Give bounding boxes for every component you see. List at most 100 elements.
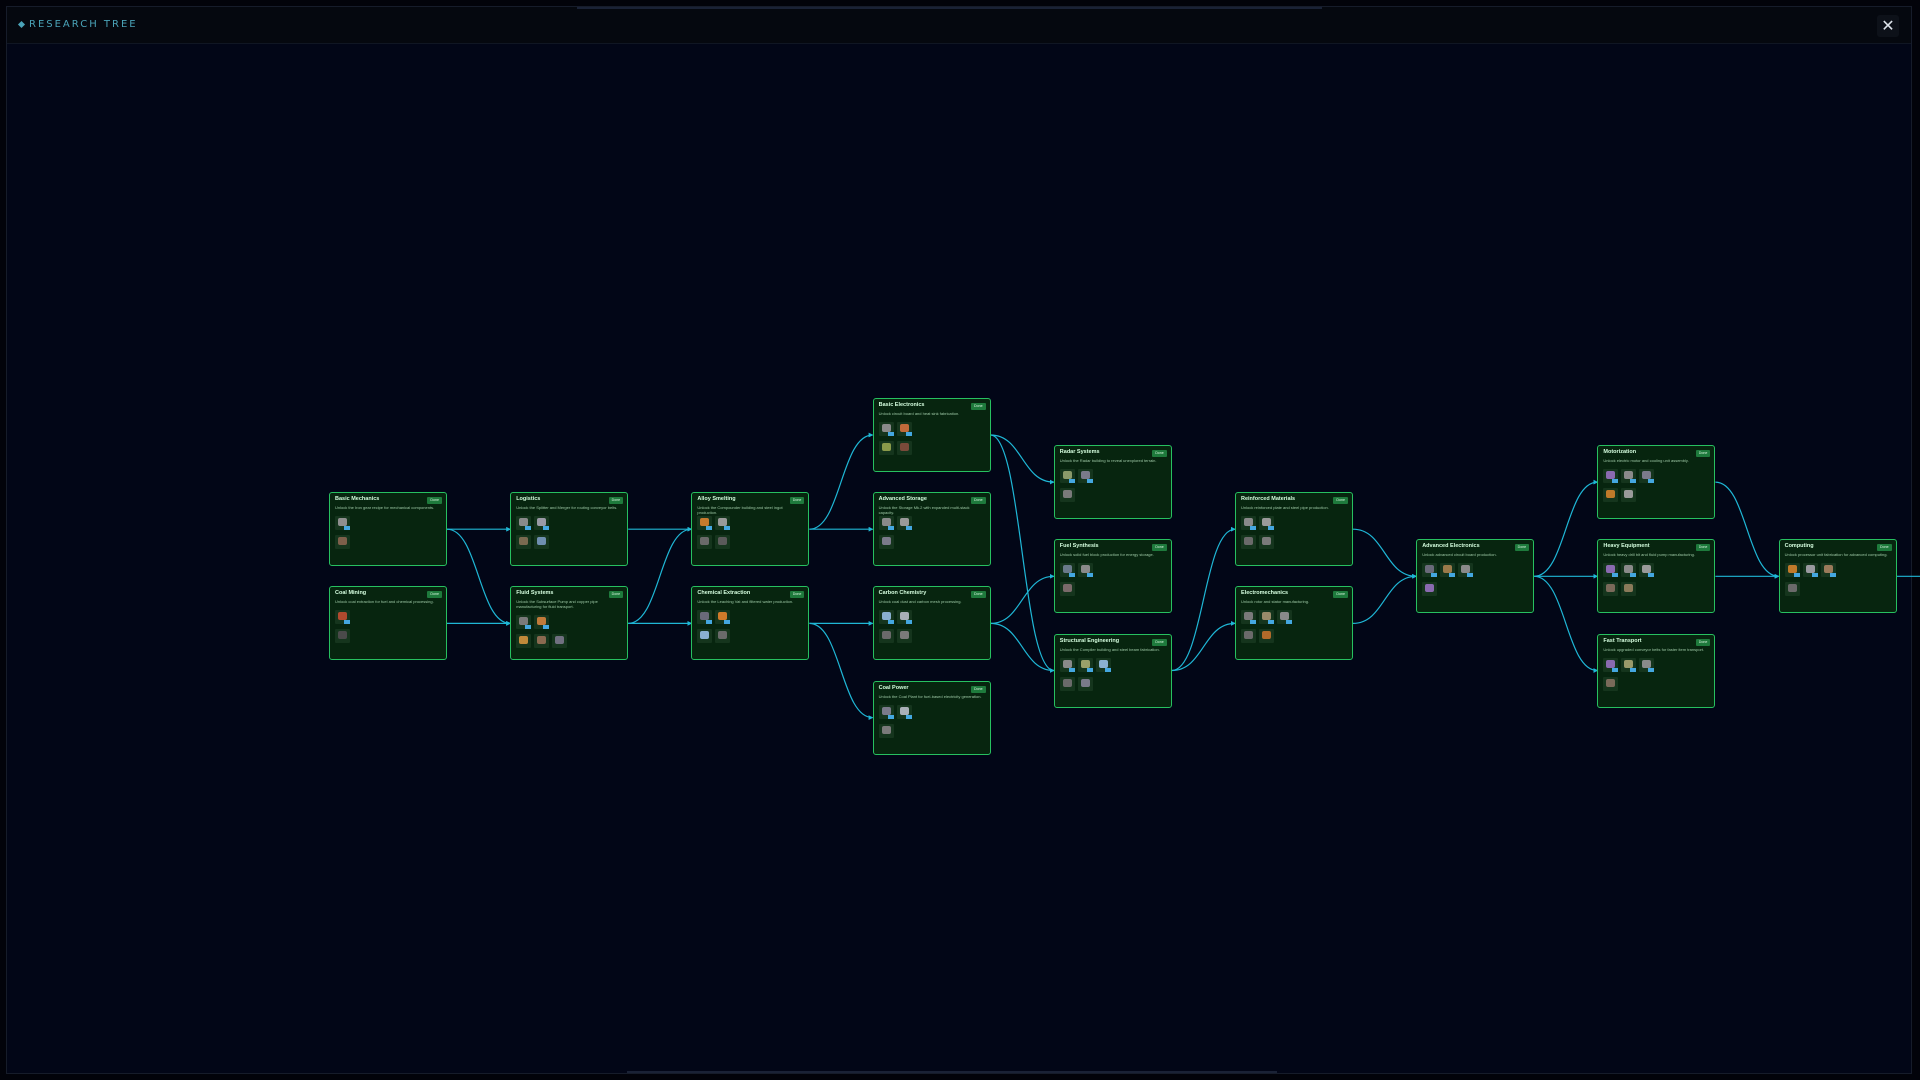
unlock-item-icon[interactable] [896,610,912,625]
cost-item-icon[interactable] [335,629,350,644]
cost-item-icon[interactable] [534,634,550,649]
cost-item-icon[interactable] [697,629,713,644]
unlock-item-icon[interactable] [697,516,713,531]
cost-item-icon[interactable] [534,535,550,550]
unlock-item-icon[interactable] [335,516,350,531]
cost-item-icon[interactable] [878,441,894,455]
cost-item-icon[interactable] [516,634,532,649]
unlock-item-icon[interactable] [697,610,713,625]
unlock-item-icon[interactable] [516,615,532,630]
cost-item-icon[interactable] [878,723,894,738]
unlock-item-icon[interactable] [1077,469,1093,484]
unlock-item-icon[interactable] [1259,610,1274,625]
unlock-item-icon[interactable] [896,704,912,719]
unlock-item-icon[interactable] [1241,610,1256,625]
cost-item-icon[interactable] [878,629,894,644]
unlock-item-icon[interactable] [1259,516,1274,531]
unlock-item-icon[interactable] [896,516,912,531]
unlock-item-icon[interactable] [878,704,894,719]
unlock-item-icon[interactable] [1621,563,1637,578]
cost-item-icon[interactable] [697,535,713,550]
cost-item-icon[interactable] [878,535,894,550]
cost-item-icon[interactable] [1259,629,1274,644]
unlock-item-icon[interactable] [1621,657,1637,672]
unlock-item-icon[interactable] [1059,563,1075,578]
unlock-item-icon[interactable] [1095,657,1111,672]
unlock-item-icon[interactable] [1077,657,1093,672]
cost-item-icon[interactable] [335,535,350,550]
close-button[interactable]: ✕ [1877,15,1899,37]
cost-item-icon[interactable] [715,629,731,644]
unlock-item-icon[interactable] [1639,657,1655,672]
cost-item-icon[interactable] [1603,582,1619,597]
unlock-item-icon[interactable] [878,422,894,436]
unlock-item-icon[interactable] [1603,563,1619,578]
unlock-item-icon[interactable] [1639,469,1655,484]
cost-item-icon[interactable] [1422,582,1438,597]
unlock-item-icon[interactable] [516,516,532,531]
unlock-item-icon[interactable] [1241,516,1256,531]
cost-item-icon[interactable] [1059,676,1075,691]
unlock-item-icon[interactable] [1059,469,1075,484]
unlock-item-icon[interactable] [1820,563,1836,578]
unlock-item-icon[interactable] [878,516,894,531]
cost-item-icon[interactable] [1241,535,1256,550]
cost-item-icon[interactable] [896,441,912,455]
unlock-item-icon[interactable] [1784,563,1800,578]
cost-item-icon[interactable] [1784,582,1800,597]
cost-item-icon[interactable] [552,634,568,649]
unlock-item-icon[interactable] [1277,610,1292,625]
cost-item-icon[interactable] [1077,676,1093,691]
unlock-item-icon[interactable] [896,422,912,436]
unlock-item-icon[interactable] [1077,563,1093,578]
cost-item-icon[interactable] [1259,535,1274,550]
cost-item-icon[interactable] [896,629,912,644]
cost-item-icon[interactable] [1603,676,1619,691]
unlock-item-icon[interactable] [1621,469,1637,484]
unlock-item-icon[interactable] [1422,563,1438,578]
unlock-item-icon[interactable] [1059,657,1075,672]
unlock-item-icon[interactable] [335,610,350,625]
unlock-item-icon[interactable] [534,516,550,531]
cost-item-icon[interactable] [1059,488,1075,503]
cost-item-icon[interactable] [1603,488,1619,503]
unlock-item-icon[interactable] [1458,563,1474,578]
unlock-item-icon[interactable] [1639,563,1655,578]
unlock-item-icon[interactable] [1440,563,1456,578]
new-tag [1612,479,1619,484]
cost-item-icon[interactable] [516,535,532,550]
unlock-item-icon[interactable] [715,610,731,625]
unlock-item-icon[interactable] [534,615,550,630]
cost-item-icon[interactable] [1621,488,1637,503]
unlock-item-icon[interactable] [1802,563,1818,578]
unlock-item-icon[interactable] [1603,469,1619,484]
unlock-item-icon[interactable] [1603,657,1619,672]
new-tag [344,526,350,531]
unlock-item-icon[interactable] [715,516,731,531]
cost-item-icon[interactable] [715,535,731,550]
unlock-item-icon[interactable] [878,610,894,625]
cost-item-icon[interactable] [1241,629,1256,644]
cost-item-icon[interactable] [1621,582,1637,597]
cost-item-icon[interactable] [1059,582,1075,597]
